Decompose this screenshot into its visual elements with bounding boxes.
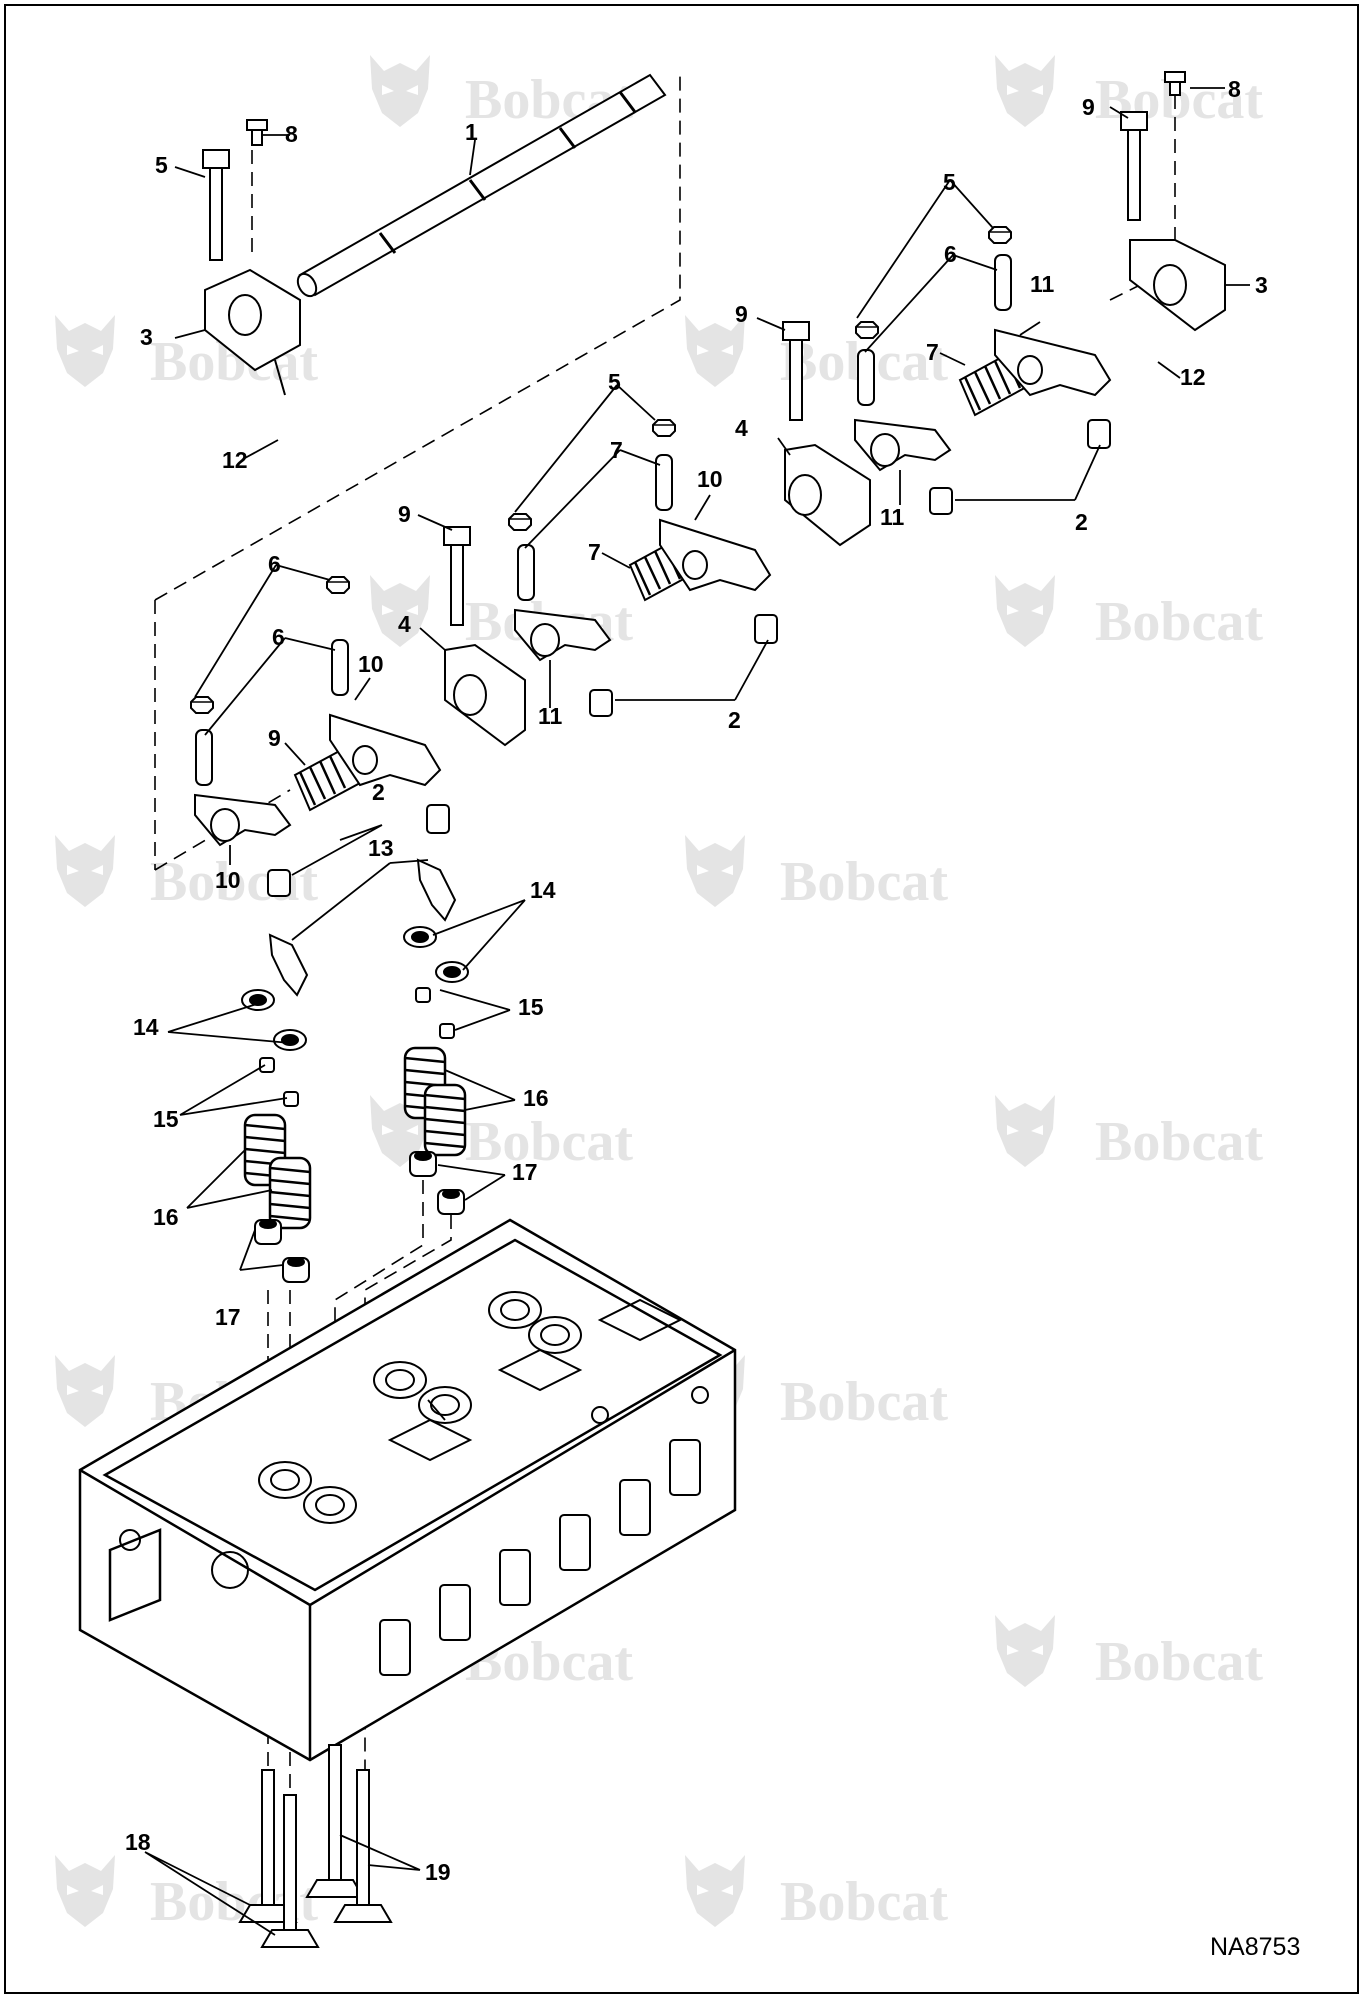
callout-label: 7 (588, 539, 601, 565)
watermark-text: Bobcat (1095, 1631, 1263, 1693)
rocker-arms-short (194, 418, 952, 847)
diagram-frame (4, 4, 1359, 1994)
callout-label: 5 (943, 169, 956, 195)
callout-label: 10 (697, 466, 723, 492)
callout-label: 6 (944, 241, 957, 267)
callout-label: 17 (215, 1304, 241, 1330)
callout-label: 7 (926, 339, 939, 365)
callout-label: 16 (523, 1085, 549, 1111)
callout-label: 14 (133, 1014, 159, 1040)
adjusting-screws (195, 254, 1012, 786)
callout-label: 12 (1180, 364, 1206, 390)
callout-label: 4 (735, 415, 748, 441)
callout-label: 15 (518, 994, 544, 1020)
callout-label: 6 (272, 624, 285, 650)
callout-label: 13 (368, 835, 394, 861)
callout-label: 14 (530, 877, 556, 903)
callout-label: 2 (1075, 509, 1088, 535)
valve-stem-seals (254, 1151, 465, 1283)
callout-labels: 1 5 8 3 12 9 8 3 12 5 6 11 7 2 9 4 11 5 … (125, 76, 1268, 1885)
watermark-text: Bobcat (780, 1871, 948, 1933)
watermark-text: Bobcat (1095, 1111, 1263, 1173)
callout-label: 16 (153, 1204, 179, 1230)
shaft-bracket-center-right (784, 443, 871, 547)
watermark-text: Bobcat (780, 851, 948, 913)
callout-label: 5 (608, 369, 621, 395)
callout-label: 11 (880, 504, 905, 530)
shaft-bracket-center (444, 643, 526, 747)
valve-springs (243, 1046, 467, 1230)
leader-lines (144, 87, 1250, 1936)
callout-label: 1 (465, 119, 478, 145)
callout-label: 19 (425, 1859, 451, 1885)
cylinder-head (78, 1218, 737, 1762)
callout-label: 15 (153, 1106, 179, 1132)
callout-label: 11 (538, 703, 563, 729)
bolts (202, 71, 1186, 626)
spring-retainers (241, 926, 469, 1051)
callout-label: 8 (285, 121, 298, 147)
callout-label: 17 (512, 1159, 538, 1185)
callout-label: 10 (358, 651, 384, 677)
callout-label: 10 (215, 867, 241, 893)
valve-collets (259, 987, 455, 1107)
callout-label: 9 (1082, 94, 1095, 120)
watermark-text: Bobcat (1095, 591, 1263, 653)
callout-label: 3 (1255, 272, 1268, 298)
callout-label: 8 (1228, 76, 1241, 102)
callout-label: 9 (398, 501, 411, 527)
callout-label: 4 (398, 611, 411, 637)
callout-label: 5 (155, 152, 168, 178)
callout-label: 9 (268, 725, 281, 751)
callout-label: 12 (222, 447, 248, 473)
shaft-bracket-right (1129, 239, 1226, 332)
callout-label: 3 (140, 324, 153, 350)
valve-caps (267, 419, 1111, 897)
callout-label: 2 (728, 707, 741, 733)
callout-label: 18 (125, 1829, 151, 1855)
callout-label: 6 (268, 551, 281, 577)
callout-label: 2 (372, 779, 385, 805)
rocker-shaft (296, 73, 667, 298)
document-id: NA8753 (1210, 1933, 1300, 1961)
callout-label: 11 (1030, 271, 1055, 297)
watermark-text: Bobcat (465, 1111, 633, 1173)
valves (238, 1744, 393, 1948)
callout-label: 7 (610, 437, 623, 463)
watermark-text: Bobcat (780, 1371, 948, 1433)
callout-label: 9 (735, 301, 748, 327)
rocker-arms-long (329, 328, 1112, 787)
valve-bridges (268, 858, 457, 997)
